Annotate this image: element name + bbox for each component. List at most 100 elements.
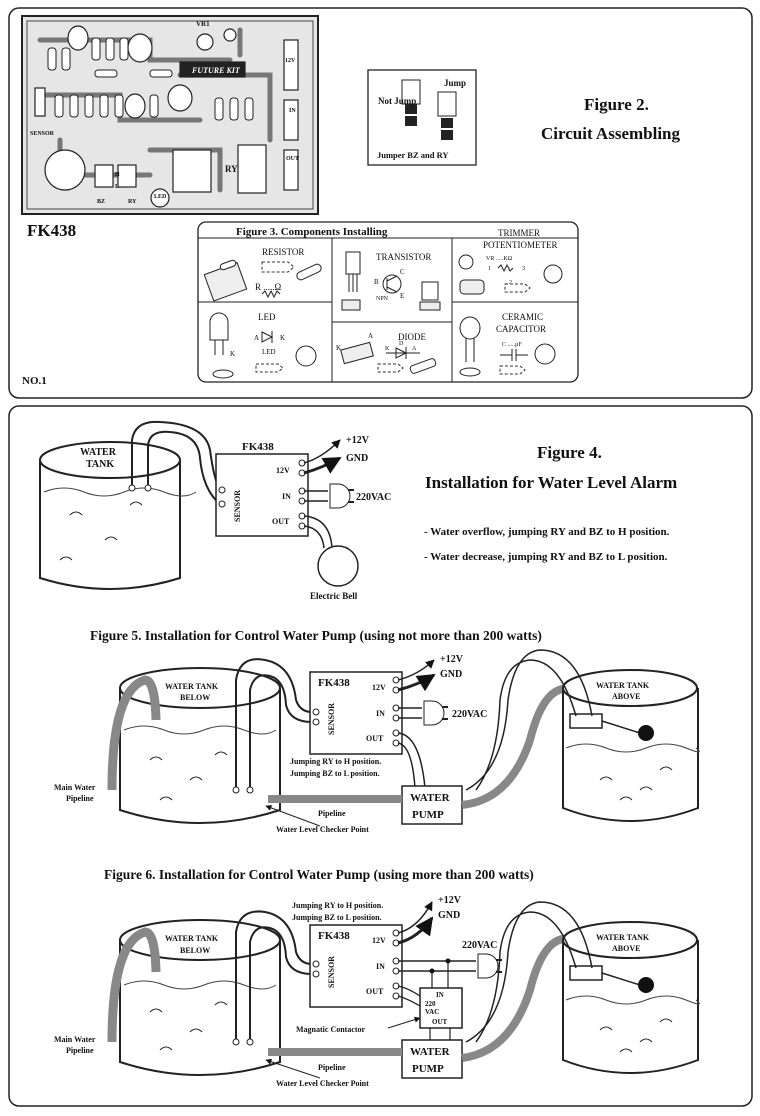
fig5-main-pipe-label-1: Main Water	[54, 783, 96, 792]
transistor-pin-e: E	[400, 292, 404, 300]
fig6-jump-bz-note: Jumping BZ to L position.	[292, 913, 382, 922]
fig6-jump-ry-note: Jumping RY to H position.	[292, 901, 383, 910]
transistor-pin-b: B	[374, 278, 379, 286]
fig6-tank-below-label-1: WATER TANK	[165, 934, 219, 943]
figure5-diagram: WATER TANK BELOW Main Water Pipeline FK4…	[54, 649, 700, 834]
led-label: LED	[258, 312, 276, 322]
jumper-caption: Jumper BZ and RY	[377, 150, 449, 160]
board-vr-label: VR1	[196, 20, 210, 28]
fig5-tank-below-label-1: WATER TANK	[165, 682, 219, 691]
fig4-note-overflow: - Water overflow, jumping RY and BZ to H…	[424, 526, 670, 538]
panel-bottom	[8, 405, 753, 1107]
fig5-plus12-label: +12V	[440, 654, 464, 665]
fig6-12v-label: 12V	[372, 936, 386, 945]
contactor-out-label: OUT	[432, 1018, 448, 1026]
transistor-pin-c: C	[400, 268, 405, 276]
board-model-label: FK438	[27, 221, 76, 240]
figure3-components: Figure 3. Components Installing RESISTOR…	[197, 221, 579, 383]
fig4-gnd-label: GND	[346, 453, 368, 464]
fig4-out-label: OUT	[272, 517, 290, 526]
led-pin-k-symbol: K	[280, 334, 285, 342]
fig4-plus12-label: +12V	[346, 435, 370, 446]
fig6-checker-label: Water Level Checker Point	[276, 1079, 369, 1088]
board-logo-text: FUTURE KIT	[191, 66, 241, 75]
fig5-tank-below-label-2: BELOW	[180, 693, 210, 702]
fig5-jump-ry-note: Jumping RY to H position.	[290, 757, 381, 766]
board-ry-vertical-label: RY	[225, 164, 238, 174]
resistor-label: RESISTOR	[262, 247, 304, 257]
fig6-plus12-label: +12V	[438, 895, 462, 906]
board-led-label: LED	[154, 194, 167, 200]
fig5-pump-label-1: WATER	[410, 792, 451, 804]
fig4-bell-label: Electric Bell	[310, 591, 358, 601]
figure4-title-line1: Figure 4.	[537, 443, 602, 462]
transistor-label: TRANSISTOR	[376, 252, 431, 262]
fig6-vac-label: 220VAC	[462, 940, 497, 951]
trimmer-label-1: TRIMMER	[498, 228, 540, 238]
fig4-tank-label-2: TANK	[86, 459, 114, 470]
diode-label: DIODE	[398, 332, 426, 342]
fig5-tank-above-label-2: ABOVE	[612, 692, 640, 701]
led-pin-a: A	[254, 334, 259, 342]
fig5-vac-label: 220VAC	[452, 709, 487, 720]
fig5-board-label: FK438	[318, 677, 350, 689]
diode-pin-k-symbol: K	[385, 346, 390, 352]
fig5-out-label: OUT	[366, 734, 384, 743]
figure4-title-line2: Installation for Water Level Alarm	[425, 473, 677, 492]
fig6-gnd-label: GND	[438, 910, 460, 921]
ceramic-label-1: CERAMIC	[502, 312, 543, 322]
trimmer-symbol-label: VR .....KΩ	[486, 256, 513, 262]
fig6-contactor-label: Magnatic Contactor	[296, 1025, 366, 1034]
fig5-12v-label: 12V	[372, 683, 386, 692]
fig6-out-label: OUT	[366, 987, 384, 996]
fig4-12v-label: 12V	[276, 466, 290, 475]
fig6-tank-above-label-2: ABOVE	[612, 944, 640, 953]
board-in-label: IN	[289, 108, 296, 114]
fig4-note-decrease: - Water decrease, jumping RY and BZ to L…	[424, 551, 668, 563]
led-pin-k: K	[230, 350, 235, 358]
fig5-jump-bz-note: Jumping BZ to L position.	[290, 769, 380, 778]
fig5-main-pipe-label-2: Pipeline	[66, 794, 94, 803]
fig5-checker-label: Water Level Checker Point	[276, 825, 369, 834]
fig4-tank-label-1: WATER	[80, 447, 117, 458]
resistor-symbol-label: R .....Ω	[255, 282, 282, 292]
figure4-diagram: WATER TANK FK438 SENSOR 12V IN OUT +12V …	[39, 420, 391, 601]
ceramic-symbol-label: C .....µF	[502, 342, 522, 348]
trimmer-pin-1: 1	[488, 266, 491, 272]
ceramic-label-2: CAPACITOR	[496, 324, 546, 334]
jumper-jump-label: Jump	[444, 78, 466, 88]
figure6-title: Figure 6. Installation for Control Water…	[104, 867, 534, 882]
contactor-vac-label-1: 220	[425, 1000, 436, 1008]
fig4-sensor-label: SENSOR	[233, 490, 242, 522]
fig6-pump-label-2: PUMP	[412, 1063, 444, 1075]
fig6-board-label: FK438	[318, 930, 350, 942]
contactor-in-label: IN	[436, 991, 444, 999]
diode-pin-d: D	[399, 341, 404, 347]
pcb-board: VR1 FUTURE KIT SENSOR RY BZ LED H L RY O…	[21, 15, 319, 215]
panel-top	[8, 7, 753, 399]
trimmer-pin-2: 2	[509, 280, 512, 286]
fig4-board-label: FK438	[242, 441, 274, 453]
figure6-diagram: WATER TANK BELOW Main Water Pipeline FK4…	[54, 895, 700, 1088]
diode-pin-k: K	[336, 344, 341, 352]
fig6-main-pipe-label-2: Pipeline	[66, 1046, 94, 1055]
figure2-title-line2: Circuit Assembling	[541, 124, 681, 143]
fig4-in-label: IN	[282, 492, 291, 501]
contactor-vac-label-2: VAC	[425, 1008, 439, 1016]
led-symbol-label: LED	[262, 348, 276, 356]
fig5-pump-label-2: PUMP	[412, 809, 444, 821]
fig6-pipeline-label: Pipeline	[318, 1063, 346, 1072]
fig5-in-label: IN	[376, 709, 385, 718]
board-12v-label: 12V	[285, 58, 296, 64]
board-bz-label: BZ	[97, 199, 105, 205]
fig4-vac-label: 220VAC	[356, 492, 391, 503]
fig5-sensor-label: SENSOR	[327, 703, 336, 735]
fig6-tank-above-label-1: WATER TANK	[596, 933, 650, 942]
board-h-label: H	[115, 172, 120, 178]
figure2-title-line1: Figure 2.	[584, 95, 649, 114]
fig5-tank-above-label-1: WATER TANK	[596, 681, 650, 690]
board-out-label: OUT	[286, 156, 299, 162]
fig6-sensor-label: SENSOR	[327, 956, 336, 988]
